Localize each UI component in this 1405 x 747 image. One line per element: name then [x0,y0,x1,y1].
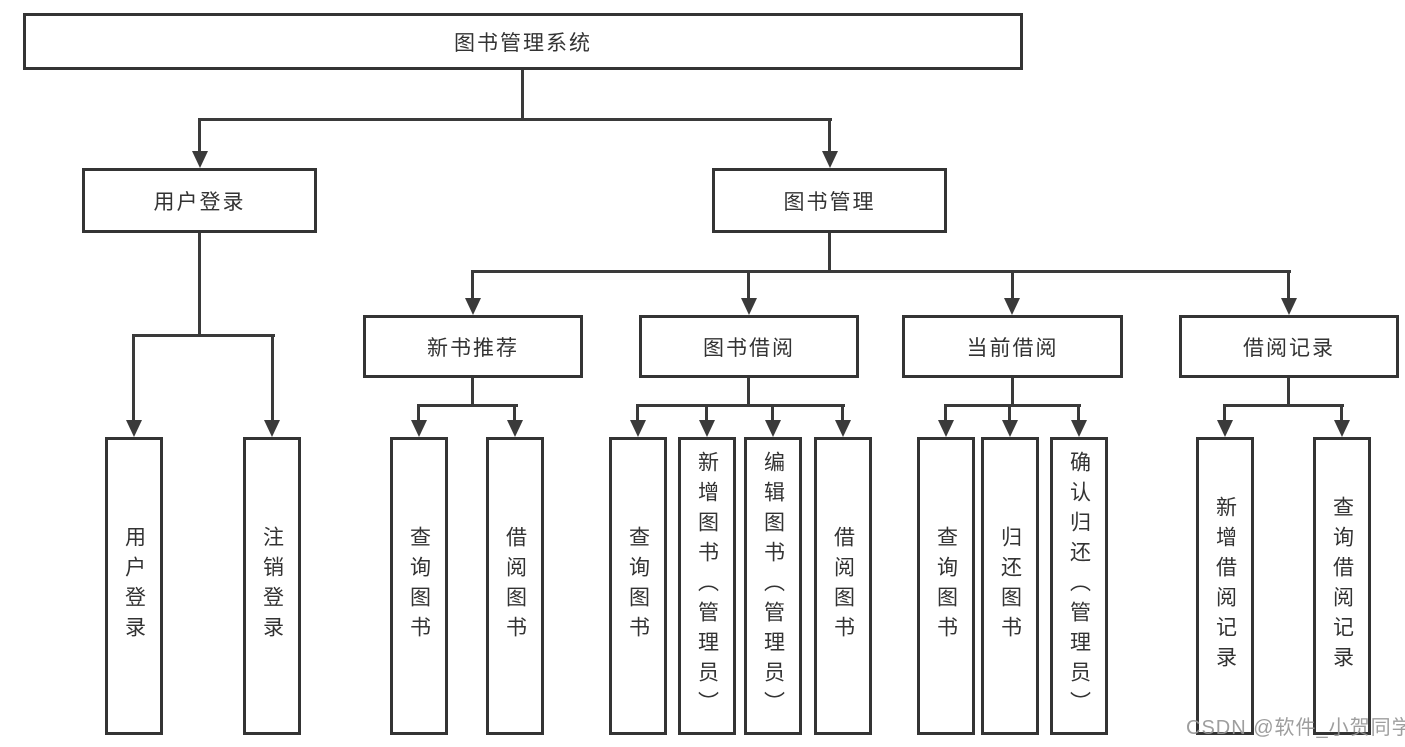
arrow-down-icon [1334,420,1350,437]
leaf-label: 查询图书 [934,526,958,646]
arrow-down-icon [741,298,757,315]
node-new-book-recommend-label: 新书推荐 [427,336,519,360]
connector-book-borrow-span [636,404,845,407]
leaf-label: 确认归还（管理员） [1067,451,1091,721]
arrow-down-icon [1071,420,1087,437]
connector-stem-new-books [471,270,474,300]
connector-new-books-drop [471,378,474,407]
connector-stem [636,404,639,422]
leaf-label: 编辑图书（管理员） [761,451,785,721]
arrow-down-icon [938,420,954,437]
connector-stem [417,404,420,422]
leaf-query-books-borrow: 查询图书 [609,437,667,735]
arrow-down-icon [822,151,838,168]
connector-current-borrow-span [944,404,1081,407]
node-current-borrow-label: 当前借阅 [966,336,1059,360]
connector-stem-book-mgmt [828,118,831,154]
connector-stem [513,404,516,422]
node-current-borrow: 当前借阅 [902,315,1123,378]
node-book-management-label: 图书管理 [783,190,876,214]
node-borrow-records: 借阅记录 [1179,315,1399,378]
arrow-down-icon [126,420,142,437]
arrow-down-icon [192,151,208,168]
leaf-borrow-books: 借阅图书 [814,437,872,735]
leaf-edit-books-admin: 编辑图书（管理员） [744,437,802,735]
leaf-user-login: 用户登录 [105,437,163,735]
leaf-label: 查询图书 [407,526,431,646]
connector-stem [771,404,774,422]
node-root-label: 图书管理系统 [454,31,592,55]
connector-borrow-records-span [1223,404,1344,407]
leaf-label: 用户登录 [122,526,146,646]
node-book-borrow-label: 图书借阅 [703,336,795,360]
connector-stem [1340,404,1343,422]
leaf-label: 新增图书（管理员） [695,451,719,721]
leaf-confirm-return-admin: 确认归还（管理员） [1050,437,1108,735]
connector-stem-book-borrow [747,270,750,300]
arrow-down-icon [1217,420,1233,437]
arrow-down-icon [1004,298,1020,315]
connector-stem [944,404,947,422]
arrow-down-icon [264,420,280,437]
leaf-borrow-books-recommend: 借阅图书 [486,437,544,735]
leaf-label: 归还图书 [998,526,1022,646]
connector-stem-leaf-logout [271,334,274,421]
connector-root-span [198,118,832,121]
connector-new-books-span [417,404,518,407]
connector-stem [1223,404,1226,422]
arrow-down-icon [835,420,851,437]
arrow-down-icon [1002,420,1018,437]
connector-stem [1077,404,1080,422]
leaf-query-books-recommend: 查询图书 [390,437,448,735]
connector-stem [1008,404,1011,422]
node-root: 图书管理系统 [23,13,1023,70]
leaf-label: 借阅图书 [503,526,527,646]
leaf-label: 查询借阅记录 [1330,496,1354,676]
leaf-query-borrow-record: 查询借阅记录 [1313,437,1371,735]
connector-stem-leaf-login [132,334,135,421]
arrow-down-icon [1281,298,1297,315]
node-book-borrow: 图书借阅 [639,315,859,378]
watermark: CSDN @软件_小贺同学 [1186,717,1405,739]
connector-book-mgmt-drop [828,233,831,273]
connector-stem [841,404,844,422]
node-user-login-label: 用户登录 [153,190,246,214]
arrow-down-icon [699,420,715,437]
leaf-query-books-current: 查询图书 [917,437,975,735]
connector-user-login-drop [198,233,201,337]
leaf-label: 新增借阅记录 [1213,496,1237,676]
connector-stem [705,404,708,422]
node-book-management: 图书管理 [712,168,947,233]
arrow-down-icon [630,420,646,437]
arrow-down-icon [765,420,781,437]
connector-book-mgmt-span [471,270,1291,273]
connector-stem-user-login [198,118,201,154]
node-user-login: 用户登录 [82,168,317,233]
leaf-add-books-admin: 新增图书（管理员） [678,437,736,735]
arrow-down-icon [507,420,523,437]
node-new-book-recommend: 新书推荐 [363,315,583,378]
leaf-add-borrow-record: 新增借阅记录 [1196,437,1254,735]
arrow-down-icon [465,298,481,315]
connector-stem-borrow-records [1287,270,1290,300]
connector-root-drop [521,70,524,121]
connector-borrow-records-drop [1287,378,1290,407]
connector-stem-current-borrow [1011,270,1014,300]
connector-current-borrow-drop [1011,378,1014,407]
connector-user-login-span [132,334,275,337]
leaf-return-books: 归还图书 [981,437,1039,735]
leaf-label: 查询图书 [626,526,650,646]
connector-book-borrow-drop [747,378,750,407]
arrow-down-icon [411,420,427,437]
leaf-label: 注销登录 [260,526,284,646]
node-borrow-records-label: 借阅记录 [1243,336,1335,360]
leaf-label: 借阅图书 [831,526,855,646]
leaf-logout: 注销登录 [243,437,301,735]
